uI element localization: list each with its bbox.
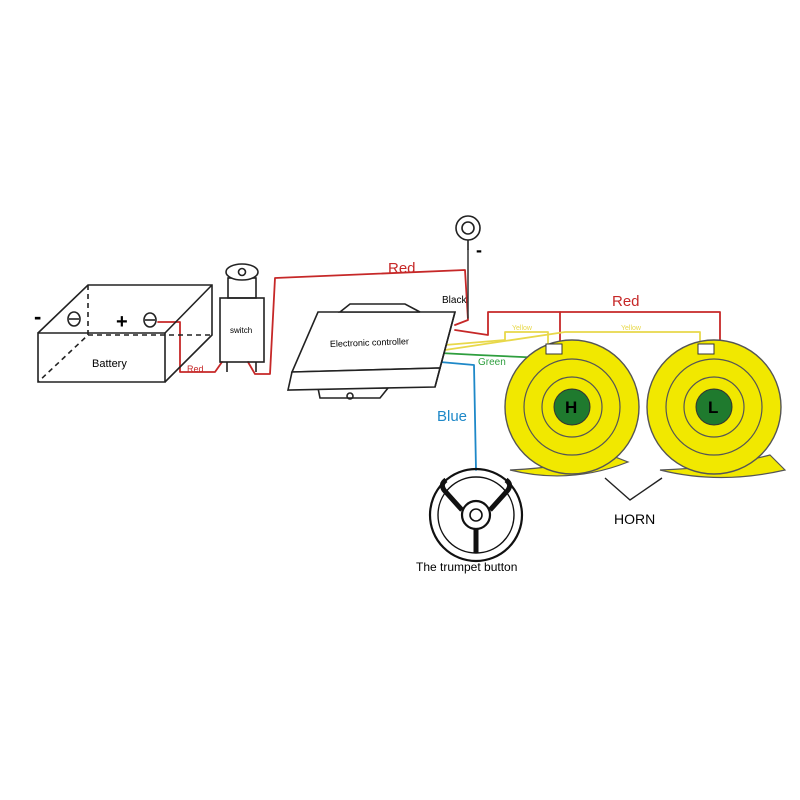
wire-label-black: Black xyxy=(442,295,467,306)
wire-yellow-to-horn-l xyxy=(444,331,701,351)
switch-label: switch xyxy=(230,326,252,335)
horn-label: HORN xyxy=(614,511,655,527)
wire-label-battery-red: Red xyxy=(187,364,204,374)
wire-label-top-red: Red xyxy=(388,260,416,277)
wire-label-blue: Blue xyxy=(437,408,467,425)
battery-label: Battery xyxy=(92,358,127,370)
wire-green xyxy=(439,352,546,359)
wire-label-right-red: Red xyxy=(612,293,640,310)
battery-negative-symbol: - xyxy=(34,304,41,329)
wire-battery-to-switch xyxy=(157,321,223,373)
wire-label-yellow-right: Yellow xyxy=(621,325,642,332)
ground-symbol: - xyxy=(476,240,482,260)
switch xyxy=(219,263,265,372)
battery-negative-terminal xyxy=(67,311,81,327)
horn-low xyxy=(646,339,787,479)
wire-yellow-to-horn-h xyxy=(444,331,549,346)
horn-high-letter: H xyxy=(565,398,577,417)
battery-positive-terminal xyxy=(143,312,157,328)
wire-label-green: Green xyxy=(478,357,506,368)
wire-controller-to-horns xyxy=(454,311,721,341)
battery xyxy=(37,284,213,383)
horn-high xyxy=(504,339,640,477)
ground-terminal-icon xyxy=(455,215,481,250)
battery-positive-symbol: + xyxy=(116,311,128,333)
horn-leader-lines xyxy=(604,477,663,501)
horn-low-letter: L xyxy=(708,398,718,417)
wire-blue xyxy=(439,361,477,471)
trumpet-button-label: The trumpet button xyxy=(416,560,517,574)
wire-switch-to-controller xyxy=(247,269,469,375)
steering-wheel-icon xyxy=(428,467,524,563)
electronic-controller xyxy=(286,303,457,400)
controller-label: Electronic controller xyxy=(330,336,409,349)
wire-label-yellow-left: Yellow xyxy=(512,325,533,332)
